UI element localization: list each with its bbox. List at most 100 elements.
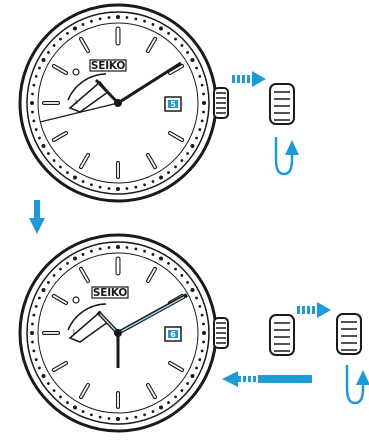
minute-dot: [174, 267, 177, 271]
svg-text:1: 1: [72, 329, 76, 336]
minute-dot: [59, 395, 62, 399]
minute-dot: [34, 75, 38, 78]
minute-dot: [30, 101, 34, 105]
minute-dot: [125, 187, 129, 190]
minute-dot: [200, 83, 204, 87]
minute-dot: [200, 119, 204, 123]
minute-dot: [198, 358, 202, 361]
minute-dot: [90, 183, 93, 187]
minute-dot: [151, 23, 155, 26]
minute-dot: [41, 374, 46, 378]
hour-marker-lume: [53, 65, 67, 74]
rotate-crown-arrow: [274, 137, 299, 176]
minute-hand-highlight: [119, 296, 185, 333]
minute-dot: [107, 417, 111, 420]
brand-logo: SEIKO: [91, 60, 126, 72]
minute-dot: [41, 58, 46, 62]
hour-marker-lume: [169, 132, 183, 141]
brand-logo-box: [89, 59, 127, 72]
minute-dot: [186, 382, 189, 385]
minute-dot: [31, 340, 34, 344]
minute-dot: [32, 119, 36, 123]
minute-dot: [180, 389, 184, 392]
minute-dot: [159, 26, 163, 31]
minute-dot: [202, 110, 205, 114]
dial-ring: [37, 252, 199, 414]
minute-dot: [34, 358, 38, 361]
minute-dot: [52, 44, 56, 47]
minute-track: [30, 245, 206, 421]
minute-dot: [180, 44, 184, 47]
minute-dot: [167, 32, 170, 35]
minute-dot: [47, 382, 50, 385]
hour-marker-lume: [147, 154, 156, 168]
minute-dot: [38, 136, 41, 140]
hand-pin: [114, 329, 122, 337]
minute-dot: [34, 305, 38, 308]
minute-dot: [107, 16, 111, 19]
step-down-arrow: [29, 200, 45, 234]
hour-marker-lume: [53, 132, 67, 141]
minute-dot: [38, 296, 41, 300]
push-crown-arrow: [222, 371, 312, 387]
minute-dot: [186, 51, 189, 54]
minute-dot: [198, 128, 202, 131]
dial-ring: [37, 22, 199, 184]
minute-dot: [151, 180, 155, 183]
crown-pulled-2: [336, 313, 362, 355]
minute-dot: [41, 144, 46, 148]
minute-dot: [202, 92, 205, 96]
minute-dot: [81, 180, 85, 183]
minute-dot: [32, 313, 36, 317]
minute-dot: [116, 245, 120, 249]
minute-dot: [90, 249, 93, 253]
minute-dot: [90, 413, 93, 417]
minute-dot: [167, 401, 170, 404]
minute-dot: [134, 185, 138, 189]
crown[interactable]: [213, 87, 229, 119]
minute-dot: [116, 417, 120, 421]
minute-dot: [34, 128, 38, 131]
crown[interactable]: [213, 317, 229, 349]
minute-dot: [59, 37, 62, 41]
minute-dot: [134, 247, 138, 251]
minute-dot: [98, 185, 102, 189]
minute-dot: [186, 152, 189, 155]
minute-hand: [117, 61, 182, 105]
minute-dot: [159, 175, 163, 180]
minute-dot: [107, 187, 111, 190]
brand-logo: SEIKO: [93, 287, 128, 299]
minute-dot: [159, 256, 163, 261]
minute-dot: [190, 288, 195, 292]
minute-dot: [59, 267, 62, 271]
minute-dot: [174, 37, 177, 41]
minute-dot: [125, 246, 129, 249]
minute-dot: [180, 159, 184, 162]
hour-marker-lume: [80, 38, 89, 52]
minute-dot: [66, 32, 69, 35]
hour-marker-lume: [147, 38, 156, 52]
minute-dot: [190, 58, 195, 62]
minute-dot: [174, 165, 177, 169]
minute-dot: [125, 16, 129, 19]
minute-dot: [180, 274, 184, 277]
minute-dot: [38, 366, 41, 370]
minute-dot: [52, 159, 56, 162]
minute-dot: [73, 26, 77, 31]
crown-pulled: [269, 83, 295, 125]
minute-dot: [47, 281, 50, 284]
pull-crown-arrow: [232, 71, 266, 87]
second-hand: [39, 102, 119, 123]
minute-dot: [143, 19, 146, 23]
minute-dot: [90, 19, 93, 23]
minute-dot: [190, 374, 195, 378]
minute-dot: [116, 187, 120, 191]
minute-dot: [32, 83, 36, 87]
minute-dot: [195, 296, 198, 300]
hour-marker-lume: [147, 268, 156, 282]
minute-dot: [38, 66, 41, 70]
minute-dot: [31, 92, 34, 96]
hour-marker-lume: [147, 384, 156, 398]
minute-dot: [125, 417, 129, 420]
hour-markers: [42, 26, 185, 179]
